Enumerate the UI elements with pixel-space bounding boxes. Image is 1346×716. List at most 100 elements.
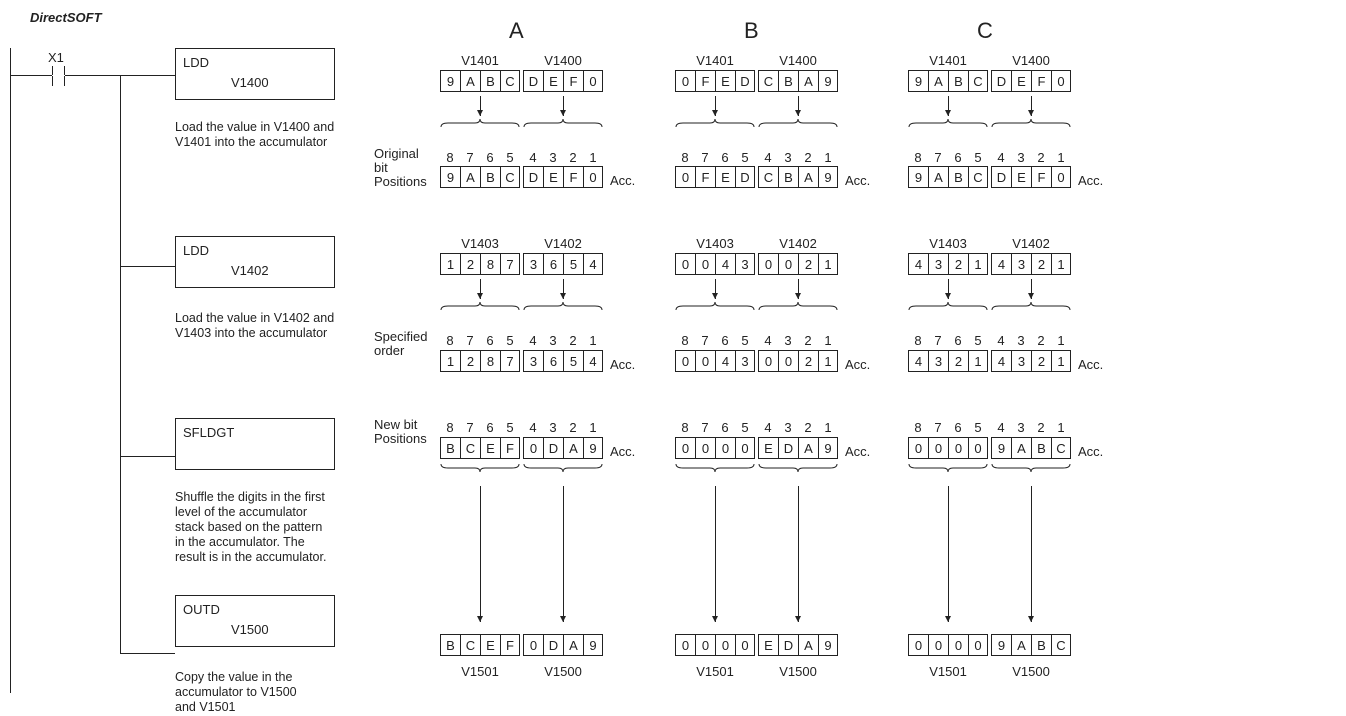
digit-cell: F xyxy=(563,166,583,188)
digit-cell: 0 xyxy=(968,634,988,656)
digit-cell: 0 xyxy=(1051,70,1071,92)
side-label-line: order xyxy=(374,343,405,358)
digit-cell: 0 xyxy=(968,437,988,459)
register-label: V1500 xyxy=(1012,664,1050,679)
digit-cell: 1 xyxy=(1051,253,1071,275)
digit-cell: E xyxy=(543,166,563,188)
column-letter: A xyxy=(509,18,524,43)
digit-cell: 0 xyxy=(583,166,603,188)
digit-cell: 2 xyxy=(948,350,968,372)
digit-cell: 9 xyxy=(991,437,1011,459)
digit-cell: E xyxy=(480,634,500,656)
bit-number: 7 xyxy=(466,150,474,165)
digit-cell: 0 xyxy=(695,437,715,459)
digit-cell: 0 xyxy=(758,253,778,275)
digit-cell: 1 xyxy=(1051,350,1071,372)
bit-number: 7 xyxy=(466,333,474,348)
digit-cell: E xyxy=(758,437,778,459)
down-arrow-head xyxy=(477,110,483,116)
register-label: V1403 xyxy=(461,236,499,251)
side-label-line: New bit xyxy=(374,417,418,432)
bit-number: 1 xyxy=(589,150,597,165)
down-arrow xyxy=(798,486,799,622)
digit-cell: A xyxy=(798,437,818,459)
brace xyxy=(523,301,603,311)
bit-number: 5 xyxy=(974,420,982,435)
down-arrow xyxy=(798,279,799,299)
acc-label: Acc. xyxy=(845,173,871,188)
digit-cell: 0 xyxy=(695,253,715,275)
brace xyxy=(908,301,988,311)
digit-cell: C xyxy=(460,437,480,459)
bit-number: 5 xyxy=(741,333,749,348)
bit-number: 8 xyxy=(681,420,689,435)
brace xyxy=(758,301,838,311)
bit-number: 1 xyxy=(589,420,597,435)
down-arrow xyxy=(948,279,949,299)
side-label-line: bit xyxy=(374,160,388,175)
bit-number: 5 xyxy=(506,420,514,435)
description-line: Shuffle the digits in the first xyxy=(175,490,325,504)
acc-label: Acc. xyxy=(845,357,871,372)
digit-cell: 2 xyxy=(948,253,968,275)
digit-cell: 0 xyxy=(948,634,968,656)
register-label: V1501 xyxy=(461,664,499,679)
down-arrow-head xyxy=(477,616,483,622)
bit-number: 6 xyxy=(486,150,494,165)
bit-number: 7 xyxy=(701,333,709,348)
bit-number: 6 xyxy=(486,333,494,348)
digit-cell: F xyxy=(563,70,583,92)
digit-cell: 3 xyxy=(523,350,543,372)
digit-cell: C xyxy=(968,166,988,188)
bit-number: 2 xyxy=(1037,420,1045,435)
branch-4 xyxy=(120,653,175,654)
digit-cell: 9 xyxy=(818,70,838,92)
acc-label: Acc. xyxy=(1078,444,1104,459)
digit-cell: 0 xyxy=(695,350,715,372)
description-line: Load the value in V1400 and xyxy=(175,120,335,134)
digit-cell: 3 xyxy=(735,253,755,275)
digit-cell: 0 xyxy=(715,437,735,459)
bit-number: 7 xyxy=(934,420,942,435)
digit-cell: 8 xyxy=(480,253,500,275)
digit-cell: F xyxy=(1031,166,1051,188)
digit-cell: C xyxy=(1051,437,1071,459)
bit-number: 1 xyxy=(1057,333,1065,348)
digit-cell: D xyxy=(735,70,755,92)
bit-number: 2 xyxy=(804,150,812,165)
down-arrow-head xyxy=(477,293,483,299)
branch-line xyxy=(120,75,121,653)
bit-number: 4 xyxy=(529,333,537,348)
brace xyxy=(991,118,1071,128)
digit-cell: 0 xyxy=(675,634,695,656)
bit-number: 6 xyxy=(954,150,962,165)
bit-number: 7 xyxy=(466,420,474,435)
instruction-op: OUTD xyxy=(183,602,220,617)
digit-cell: 9 xyxy=(991,634,1011,656)
contact-left xyxy=(52,66,53,86)
bit-number: 8 xyxy=(681,150,689,165)
description-line: in the accumulator. The xyxy=(175,535,305,549)
bit-number: 6 xyxy=(486,420,494,435)
register-label: V1401 xyxy=(461,53,499,68)
register-label: V1400 xyxy=(1012,53,1050,68)
bit-number: 7 xyxy=(701,150,709,165)
digit-cell: 3 xyxy=(735,350,755,372)
bit-number: 3 xyxy=(1017,150,1025,165)
bit-number: 4 xyxy=(529,420,537,435)
acc-label: Acc. xyxy=(610,357,636,372)
